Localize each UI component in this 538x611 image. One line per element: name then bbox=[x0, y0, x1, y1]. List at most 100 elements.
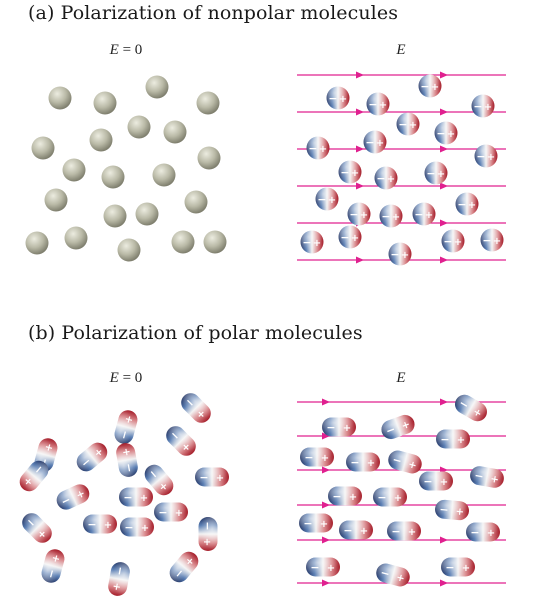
plus-sign: + bbox=[328, 195, 336, 206]
minus-sign: − bbox=[379, 566, 391, 581]
minus-sign: − bbox=[44, 568, 59, 580]
plus-sign: + bbox=[201, 538, 212, 546]
polar-molecule: −+ bbox=[419, 471, 453, 491]
neutral-molecule bbox=[48, 86, 72, 110]
minus-sign: − bbox=[349, 208, 358, 221]
plus-sign: + bbox=[395, 572, 406, 585]
caption-part-b: (b) Polarization of polar molecules bbox=[28, 322, 363, 344]
minus-sign: − bbox=[303, 517, 312, 530]
plus-sign: + bbox=[339, 94, 347, 105]
minus-sign: − bbox=[420, 80, 429, 93]
polar-molecule: −+ bbox=[470, 466, 504, 488]
plus-sign: + bbox=[123, 414, 136, 425]
field-arrow-icon bbox=[440, 536, 448, 544]
minus-sign: − bbox=[391, 525, 400, 538]
induced-dipole-molecule: −+ bbox=[480, 228, 504, 252]
polar-molecule: −+ bbox=[436, 429, 470, 449]
minus-sign: − bbox=[328, 92, 337, 105]
plus-sign: + bbox=[409, 120, 417, 131]
field-arrow-icon bbox=[356, 256, 364, 264]
plus-sign: + bbox=[462, 563, 470, 574]
polar-molecule: −+ bbox=[322, 417, 356, 437]
induced-dipole-molecule: −+ bbox=[338, 225, 362, 249]
induced-dipole-molecule: −+ bbox=[379, 204, 403, 228]
plus-sign: + bbox=[437, 169, 445, 180]
induced-dipole-molecule: −+ bbox=[441, 229, 465, 253]
minus-sign: − bbox=[439, 503, 449, 517]
plus-sign: + bbox=[440, 477, 448, 488]
plus-sign: + bbox=[394, 493, 402, 504]
polar-molecule: −+ bbox=[169, 551, 199, 583]
polar-molecule: −+ bbox=[195, 467, 229, 487]
minus-sign: − bbox=[123, 491, 132, 504]
plus-sign: + bbox=[387, 174, 395, 185]
field-arrow-icon bbox=[440, 71, 448, 79]
neutral-molecule bbox=[44, 188, 68, 212]
plus-sign: + bbox=[321, 453, 329, 464]
plus-sign: + bbox=[351, 168, 359, 179]
neutral-molecule bbox=[117, 238, 141, 262]
polar-molecule: −+ bbox=[119, 487, 153, 507]
plus-sign: + bbox=[392, 212, 400, 223]
minus-sign: − bbox=[443, 235, 452, 248]
polar-molecule: −+ bbox=[114, 410, 138, 444]
minus-sign: − bbox=[391, 453, 403, 468]
minus-sign: − bbox=[158, 506, 167, 519]
induced-dipole-molecule: −+ bbox=[388, 242, 412, 266]
polar-molecule: −+ bbox=[116, 443, 138, 477]
nonpolar-molecules-no-field bbox=[25, 75, 227, 262]
polar-molecule: −+ bbox=[376, 563, 410, 587]
polar-molecule: −+ bbox=[299, 513, 333, 533]
polar-molecule: −+ bbox=[328, 486, 362, 506]
caption-part-a: (a) Polarization of nonpolar molecules bbox=[28, 2, 399, 24]
plus-sign: + bbox=[367, 458, 375, 469]
plus-sign: + bbox=[319, 144, 327, 155]
plus-sign: + bbox=[121, 447, 133, 457]
polar-molecule: −+ bbox=[198, 517, 218, 551]
polar-molecule: −+ bbox=[388, 450, 422, 474]
minus-sign: − bbox=[440, 433, 449, 446]
polar-molecule: −+ bbox=[373, 487, 407, 507]
minus-sign: − bbox=[122, 462, 136, 473]
polar-molecule: −+ bbox=[41, 549, 65, 583]
polar-molecule: −+ bbox=[435, 499, 469, 521]
polar-molecule: −+ bbox=[76, 442, 108, 472]
polar-molecule: −+ bbox=[166, 426, 196, 456]
plus-sign: + bbox=[351, 233, 359, 244]
polar-molecule: −+ bbox=[300, 447, 334, 467]
neutral-molecule bbox=[127, 115, 151, 139]
induced-dipole-molecule: −+ bbox=[418, 74, 442, 98]
field-arrow-icon bbox=[356, 71, 364, 79]
plus-sign: + bbox=[376, 138, 384, 149]
plus-sign: + bbox=[425, 210, 433, 221]
field-arrow-icon bbox=[322, 466, 330, 474]
minus-sign: − bbox=[350, 456, 359, 469]
induced-dipole-molecule: −+ bbox=[396, 112, 420, 136]
minus-sign: − bbox=[436, 127, 445, 140]
induced-dipole-molecule: −+ bbox=[363, 130, 387, 154]
minus-sign: − bbox=[426, 167, 435, 180]
field-arrow-icon bbox=[322, 536, 330, 544]
neutral-molecule bbox=[163, 120, 187, 144]
plus-sign: + bbox=[431, 82, 439, 93]
field-arrow-icon bbox=[440, 219, 448, 227]
minus-sign: − bbox=[414, 208, 423, 221]
induced-dipole-molecule: −+ bbox=[471, 94, 495, 118]
minus-sign: − bbox=[124, 521, 133, 534]
polar-molecule: −+ bbox=[381, 414, 415, 440]
plus-sign: + bbox=[320, 519, 328, 530]
plus-sign: + bbox=[455, 506, 464, 518]
minus-sign: − bbox=[473, 469, 484, 483]
plus-sign: + bbox=[407, 459, 418, 472]
panel-b-left-label: E = 0 bbox=[109, 370, 143, 386]
polar-molecule: −+ bbox=[441, 557, 475, 577]
minus-sign: − bbox=[199, 471, 208, 484]
plus-sign: + bbox=[140, 493, 148, 504]
plus-sign: + bbox=[454, 237, 462, 248]
minus-sign: − bbox=[381, 210, 390, 223]
minus-sign: − bbox=[87, 518, 96, 531]
induced-dipole-molecule: −+ bbox=[374, 166, 398, 190]
polar-molecule: −+ bbox=[306, 557, 340, 577]
field-arrow-icon bbox=[440, 145, 448, 153]
induced-dipole-molecule: −+ bbox=[300, 230, 324, 254]
